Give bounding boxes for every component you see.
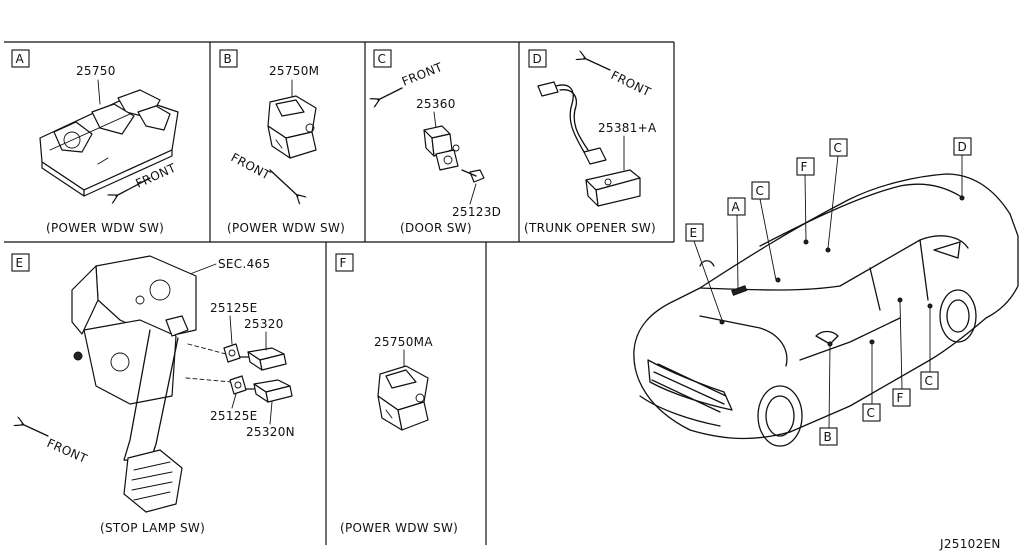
door-switch-bolt bbox=[461, 169, 485, 183]
svg-text:C: C bbox=[378, 52, 386, 66]
car-callout-f-2: F bbox=[892, 301, 911, 407]
panel-c-switch-part-number: 25360 bbox=[416, 97, 456, 111]
stop-lamp-switch-clip-lower bbox=[229, 375, 247, 395]
svg-text:C: C bbox=[834, 141, 842, 155]
front-arrow-c bbox=[378, 87, 403, 100]
panel-d-front-label: FRONT bbox=[609, 68, 654, 99]
svg-text:C: C bbox=[756, 184, 764, 198]
panel-b-part-number: 25750M bbox=[269, 64, 319, 78]
panel-f-letter-tag: F bbox=[335, 253, 354, 272]
panel-c-front-label: FRONT bbox=[400, 60, 445, 89]
car-callout-c-3: C bbox=[862, 343, 881, 422]
svg-text:A: A bbox=[16, 52, 25, 66]
svg-text:C: C bbox=[867, 406, 875, 420]
svg-text:E: E bbox=[690, 226, 698, 240]
svg-text:F: F bbox=[340, 256, 347, 270]
panel-c-letter-tag: C bbox=[373, 49, 392, 68]
trunk-opener-switch bbox=[583, 147, 641, 207]
panel-e-switch2-part-number: 25320N bbox=[246, 425, 295, 439]
svg-text:B: B bbox=[224, 52, 232, 66]
svg-text:F: F bbox=[897, 391, 904, 405]
car-callout-c-1: C bbox=[751, 181, 777, 281]
trunk-opener-harness bbox=[537, 81, 589, 153]
stop-lamp-switch-clip-upper bbox=[223, 343, 241, 363]
panel-b-caption: (POWER WDW SW) bbox=[227, 221, 345, 235]
power-window-switch-b bbox=[267, 95, 317, 159]
car-callout-e: E bbox=[685, 223, 723, 321]
svg-text:F: F bbox=[801, 160, 808, 174]
panel-d: D FRONT 25381+A (TRUNK OPENER SW) bbox=[524, 49, 657, 235]
door-switch bbox=[423, 125, 460, 171]
car-callout-d: D bbox=[953, 137, 972, 197]
svg-text:C: C bbox=[925, 374, 933, 388]
svg-text:E: E bbox=[16, 256, 24, 270]
svg-text:B: B bbox=[824, 430, 832, 444]
panel-e-switch1-part-number: 25320 bbox=[244, 317, 284, 331]
panel-c-bolt-part-number: 25123D bbox=[452, 205, 501, 219]
panel-d-letter-tag: D bbox=[528, 49, 547, 68]
panel-f-part-number: 25750MA bbox=[374, 335, 433, 349]
panel-e-front-label: FRONT bbox=[45, 436, 90, 466]
panel-b: B 25750M FRONT (POWER WDW SW) bbox=[219, 49, 345, 235]
panel-b-front-label: FRONT bbox=[229, 150, 273, 182]
panel-f-caption: (POWER WDW SW) bbox=[340, 521, 458, 535]
panel-d-caption: (TRUNK OPENER SW) bbox=[524, 221, 656, 235]
panel-b-letter-tag: B bbox=[219, 49, 238, 68]
front-arrow-a bbox=[116, 177, 151, 196]
panel-c-caption: (DOOR SW) bbox=[400, 221, 472, 235]
panel-a: A 25750 FRONT (POWER WDW SW) bbox=[11, 49, 179, 235]
front-arrow-b bbox=[269, 169, 298, 196]
panel-e-sec-reference: SEC.465 bbox=[218, 257, 270, 271]
panel-a-part-number: 25750 bbox=[76, 64, 116, 78]
panel-d-part-number: 25381+A bbox=[598, 121, 657, 135]
panel-e-clip2-part-number: 25125E bbox=[210, 409, 258, 423]
power-window-switch-f bbox=[377, 365, 429, 431]
diagram-id: J25102EN bbox=[939, 537, 1001, 551]
car-overview bbox=[633, 173, 1019, 447]
panel-f: F 25750MA (POWER WDW SW) bbox=[335, 253, 458, 535]
power-window-master-switch bbox=[39, 89, 179, 197]
car-callout-f-1: F bbox=[796, 157, 815, 241]
svg-text:D: D bbox=[958, 140, 967, 154]
panel-e: E SEC.465 bbox=[11, 253, 295, 535]
panel-a-caption: (POWER WDW SW) bbox=[46, 221, 164, 235]
brake-pedal-assembly bbox=[71, 255, 233, 513]
stop-lamp-switch-upper bbox=[239, 347, 287, 371]
stop-lamp-switch-lower bbox=[245, 379, 293, 403]
panel-grid bbox=[4, 41, 675, 545]
car-callout-c-2: C bbox=[827, 138, 848, 249]
panel-a-letter-tag: A bbox=[11, 49, 30, 68]
car-callout-c-4: C bbox=[920, 307, 939, 390]
car-callout-b: B bbox=[819, 345, 838, 446]
panel-e-clip1-part-number: 25125E bbox=[210, 301, 258, 315]
car-callout-a: A bbox=[727, 197, 746, 289]
panel-e-caption: (STOP LAMP SW) bbox=[100, 521, 205, 535]
front-arrow-e bbox=[22, 424, 49, 437]
panel-e-letter-tag: E bbox=[11, 253, 30, 272]
svg-text:A: A bbox=[732, 200, 741, 214]
front-arrow-d bbox=[584, 58, 611, 71]
panel-c: C FRONT 25360 25123D (DOOR SW) bbox=[373, 49, 501, 235]
svg-text:D: D bbox=[533, 52, 542, 66]
